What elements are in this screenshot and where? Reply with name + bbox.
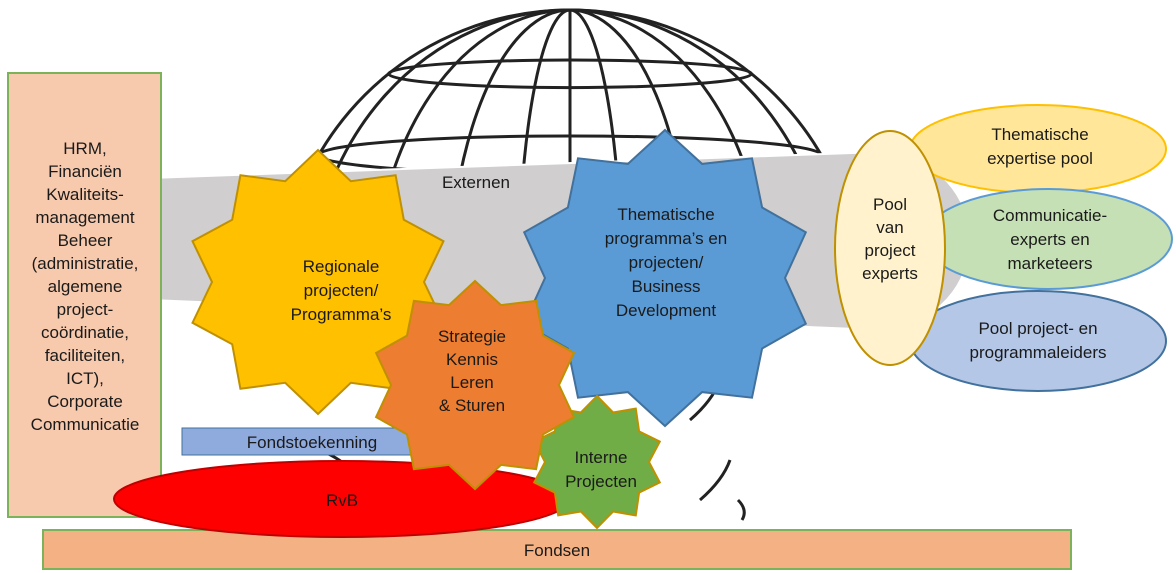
support-text-line: algemene (48, 277, 123, 296)
strategy-text-line: Strategie (438, 327, 506, 346)
thematic-text-line: Business (632, 277, 701, 296)
expertise-pool-text: Thematische expertise pool (987, 125, 1093, 168)
support-text-line: management (35, 208, 135, 227)
experts-pool-ellipse (834, 130, 946, 366)
pool-expertise-text-line: expertise pool (987, 149, 1093, 168)
pool-communication-text-line: marketeers (1007, 254, 1092, 273)
support-text-line: Kwaliteits- (46, 185, 123, 204)
fondsen-bar (42, 529, 1072, 570)
support-text-line: faciliteiten, (45, 346, 125, 365)
strategy-text-line: & Sturen (439, 396, 505, 415)
thematic-text-line: programma’s en (605, 229, 728, 248)
support-text-line: Corporate (47, 392, 123, 411)
thematic-star (522, 128, 808, 428)
regional-text-line: projecten/ (304, 281, 379, 300)
pool-communication-text-line: Communicatie- (993, 206, 1107, 225)
fondsen-label: Fondsen (524, 541, 590, 560)
pool-communication-text-line: experts en (1010, 230, 1089, 249)
pool-text-line: Pool (873, 195, 907, 214)
regional-star (191, 148, 445, 416)
thematic-text-line: Thematische (617, 205, 714, 224)
support-text-line: HRM, (63, 139, 106, 158)
regional-text-line: Regionale (303, 257, 380, 276)
thematic-programmes-text: Thematische programma’s en projecten/Busin… (605, 205, 728, 320)
externen-label: Externen (442, 173, 510, 192)
support-text-line: Financiën (48, 162, 122, 181)
strategy-text-line: Kennis (446, 350, 498, 369)
leaders-pool-ellipse (909, 290, 1167, 392)
pool-expertise-text-line: Thematische (991, 125, 1088, 144)
strategy-text-line: Leren (450, 373, 493, 392)
regional-text-line: Programma’s (291, 305, 392, 324)
internal-star (532, 394, 662, 530)
internal-text-line: Interne (575, 448, 628, 467)
pool-text-line: van (876, 218, 903, 237)
pool-leaders-text-line: Pool project- en (978, 319, 1097, 338)
pool-leaders-text-line: programmaleiders (970, 343, 1107, 362)
globe-lower-arc (736, 498, 746, 521)
support-functions-box (7, 72, 162, 518)
pool-text-line: project (864, 241, 915, 260)
internal-text-line: Projecten (565, 472, 637, 491)
strategy-star (374, 279, 576, 491)
leaders-pool-text: Pool project- en programmaleiders (970, 319, 1107, 362)
experts-pool-text: Pool van project experts (862, 195, 918, 283)
thematic-text-line: Development (616, 301, 716, 320)
support-text-line: ICT), (66, 369, 104, 388)
support-text-line: (administratie, (32, 254, 139, 273)
support-text-line: project- (57, 300, 114, 319)
communication-pool-text: Communicatie-experts en marketeers (993, 206, 1107, 273)
fund-allocation-bar (181, 427, 418, 456)
rvb-label: RvB (326, 491, 358, 510)
globe-lower-arc (699, 459, 732, 502)
pool-text-line: experts (862, 264, 918, 283)
support-text-line: Communicatie (31, 415, 140, 434)
regional-projects-text: Regionale projecten/Programma’s (291, 257, 392, 324)
fund-allocation-label: Fondstoekenning (247, 433, 377, 452)
support-text-line: Beheer (58, 231, 113, 250)
support-text-line: coördinatie, (41, 323, 129, 342)
thematic-text-line: projecten/ (629, 253, 704, 272)
